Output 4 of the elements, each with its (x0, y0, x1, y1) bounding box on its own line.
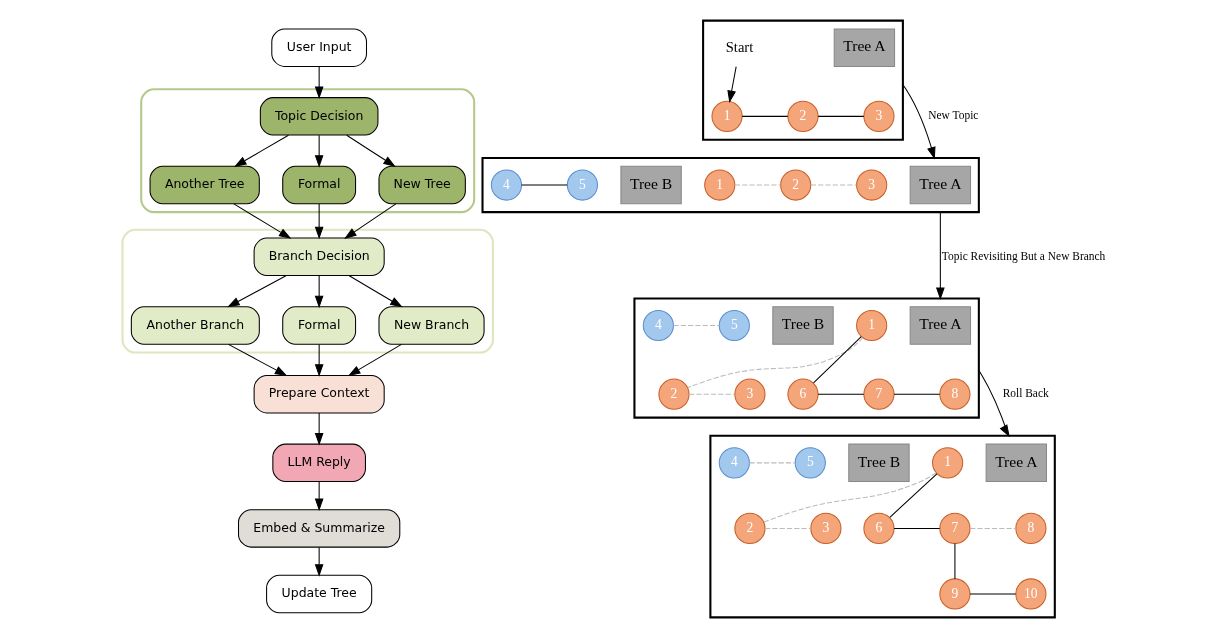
edge-label: Roll Back (1002, 387, 1049, 400)
node-text: Start (725, 38, 753, 55)
edge-label: Topic Revisiting But a New Branch (941, 249, 1105, 262)
edge-label: New Topic (927, 109, 978, 122)
